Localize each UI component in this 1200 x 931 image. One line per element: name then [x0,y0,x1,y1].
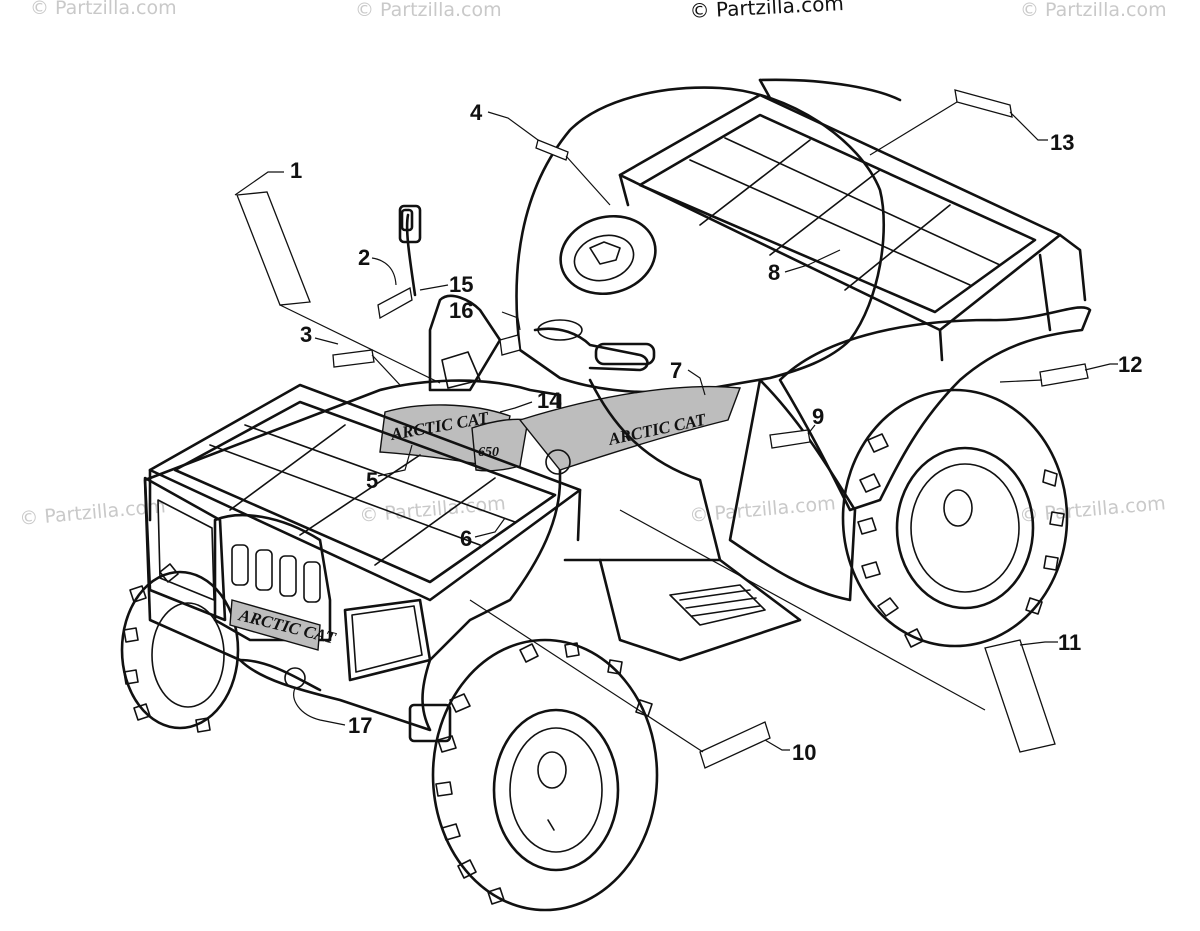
gas-cap [559,214,657,296]
watermark-mid-right: © Partzilla.com [1019,492,1167,527]
front-right-wheel [431,638,659,912]
callout-13: 13 [1050,130,1074,155]
callout-5: 5 [366,468,378,493]
watermark-mid-left: © Partzilla.com [19,495,167,530]
callout-8: 8 [768,260,780,285]
callout-3: 3 [300,322,312,347]
main-body [515,86,886,394]
decal-9 [769,429,811,449]
decal-15 [499,334,521,356]
rear-rack [618,78,1087,362]
callout-4: 4 [470,100,483,125]
watermark-top-mid-left: © Partzilla.com [355,0,502,21]
rear-right-wheel [841,388,1069,648]
callout-14: 14 [537,388,562,413]
decal-1 [236,191,311,306]
callout-17: 17 [348,713,372,738]
callout-2: 2 [358,245,370,270]
front-left-wheel [120,563,240,733]
callout-6: 6 [460,526,472,551]
decal-4 [535,139,569,161]
footwell [563,378,802,662]
callout-1: 1 [290,158,302,183]
handlebars [398,204,656,475]
decal-2 [377,287,413,320]
callout-16: 16 [449,298,473,323]
callout-12: 12 [1118,352,1142,377]
watermark-top-center: © Partzilla.com [689,0,844,23]
callout-10: 10 [792,740,816,765]
callout-7: 7 [670,358,682,383]
decal-11 [984,639,1056,753]
rear-fender [778,306,1092,512]
watermark-mid-center-left: © Partzilla.com [359,492,507,527]
callout-11: 11 [1058,630,1081,655]
rear-body-side [728,378,857,602]
decal-13 [954,89,1013,118]
callout-15: 15 [449,272,473,297]
model-badge-text: 650 [478,445,499,460]
decal-12 [1039,363,1089,387]
watermark-top-right: © Partzilla.com [1020,0,1167,21]
decal-3 [332,349,375,368]
front-rack [148,383,582,602]
watermark-top-left: © Partzilla.com [30,0,177,19]
decal-10 [699,721,771,769]
decals-and-leaders: 1 2 3 4 5 6 7 8 9 10 [234,89,1142,769]
callout-9: 9 [812,404,824,429]
